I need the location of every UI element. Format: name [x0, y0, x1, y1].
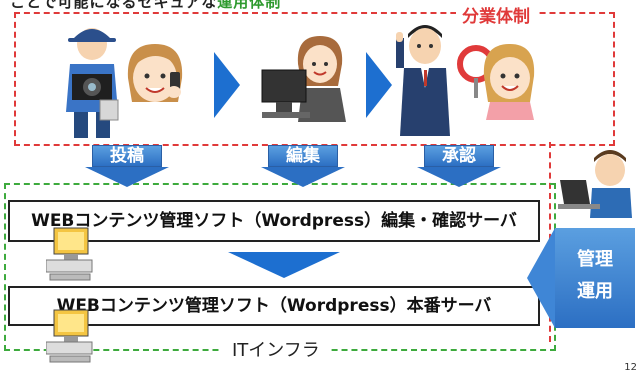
- server-computer-icon: [46, 309, 93, 363]
- woman-smartphone-icon: [127, 44, 183, 102]
- deploy-arrow: [228, 252, 340, 278]
- it-infra-label: ITインフラ: [222, 336, 330, 362]
- header-title-main: ことで可能になるセキュアな: [10, 0, 218, 11]
- admin-operation-arrow: 管理 運用: [527, 228, 637, 328]
- step-arrow-approve: 承認: [417, 145, 501, 187]
- server-computer-icon: [46, 227, 93, 281]
- admin-operation-label: 管理 運用: [577, 249, 613, 302]
- step-label-approve: 承認: [442, 146, 476, 166]
- woman-circle-sign-icon: [457, 44, 535, 120]
- man-suit-icon: [396, 25, 450, 136]
- flow-chevron-1: [214, 52, 240, 118]
- photographer-icon: [66, 28, 119, 138]
- header-title-highlight: 運用体制: [217, 0, 282, 11]
- edit-confirm-server-box: WEBコンテンツ管理ソフト（Wordpress）編集・確認サーバ: [8, 200, 540, 242]
- woman-computer-icon: [261, 36, 346, 122]
- edit-confirm-server-label: WEBコンテンツ管理ソフト（Wordpress）編集・確認サーバ: [31, 211, 517, 231]
- production-server-box: WEBコンテンツ管理ソフト（Wordpress）本番サーバ: [8, 286, 540, 326]
- header-title: ことで可能になるセキュアな運用体制: [10, 0, 281, 12]
- page-number: 12: [624, 362, 637, 373]
- step-label-post: 投稿: [110, 146, 144, 166]
- production-server-label: WEBコンテンツ管理ソフト（Wordpress）本番サーバ: [56, 296, 492, 316]
- division-of-labor-label: 分業体制: [456, 2, 536, 27]
- step-arrow-edit: 編集: [261, 145, 345, 187]
- step-label-edit: 編集: [286, 146, 320, 166]
- flow-chevron-2: [366, 52, 392, 118]
- man-laptop-icon: [558, 150, 632, 218]
- step-arrow-post: 投稿: [85, 145, 169, 187]
